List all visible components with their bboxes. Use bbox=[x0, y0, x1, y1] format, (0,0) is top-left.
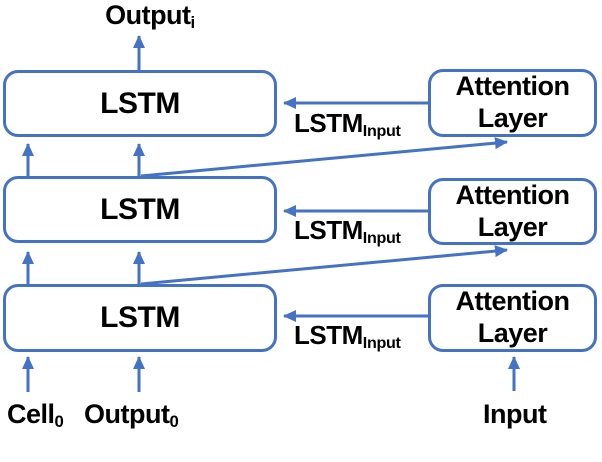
lstm-input-label-3: LSTMInput bbox=[294, 320, 401, 358]
lstm-input-label-3-base: LSTM bbox=[294, 320, 363, 350]
lstm-input-label-1: LSTMInput bbox=[294, 108, 401, 146]
attention-box-1: Attention Layer bbox=[428, 69, 597, 137]
output-i-label: Outputi bbox=[60, 0, 240, 38]
attention-box-2: Attention Layer bbox=[428, 178, 597, 245]
input-label-base: Input bbox=[483, 399, 547, 429]
attention-box-3-line1: Attention bbox=[455, 286, 570, 317]
attention-box-1-line2: Layer bbox=[477, 103, 548, 133]
attention-box-3-line2: Layer bbox=[477, 318, 548, 348]
output-i-label-base: Output bbox=[105, 0, 191, 30]
output-i-label-subscript: i bbox=[190, 13, 196, 33]
cell0-label-base: Cell bbox=[7, 399, 55, 429]
output0-label-base: Output bbox=[84, 399, 170, 429]
lstm-box-3: LSTM bbox=[3, 284, 277, 352]
cell0-label-subscript: 0 bbox=[54, 412, 64, 432]
output0-label: Output0 bbox=[84, 399, 179, 437]
attention-box-2-line1: Attention bbox=[455, 179, 570, 210]
attention-box-2-line2: Layer bbox=[477, 211, 548, 242]
lstm-input-label-1-base: LSTM bbox=[294, 108, 363, 138]
input-label: Input bbox=[483, 399, 547, 429]
lstm3-to-attention2-arrow bbox=[140, 245, 508, 286]
lstm-box-1: LSTM bbox=[3, 70, 277, 137]
output0-label-subscript: 0 bbox=[169, 412, 179, 432]
lstm-box-3-label: LSTM bbox=[100, 301, 180, 334]
attention-box-1-line1: Attention bbox=[455, 71, 570, 102]
cell0-label: Cell0 bbox=[7, 399, 64, 437]
lstm-input-label-2-base: LSTM bbox=[294, 215, 363, 245]
lstm-input-label-3-subscript: Input bbox=[362, 334, 401, 353]
lstm2-to-attention1-arrow bbox=[140, 137, 508, 178]
lstm-box-2: LSTM bbox=[3, 176, 277, 243]
lstm-input-label-2-subscript: Input bbox=[362, 229, 401, 248]
lstm-input-label-1-subscript: Input bbox=[362, 122, 401, 141]
attention-box-3: Attention Layer bbox=[428, 284, 597, 352]
lstm-box-1-label: LSTM bbox=[100, 86, 180, 120]
lstm-box-2-label: LSTM bbox=[100, 192, 180, 226]
lstm-input-label-2: LSTMInput bbox=[294, 215, 401, 253]
